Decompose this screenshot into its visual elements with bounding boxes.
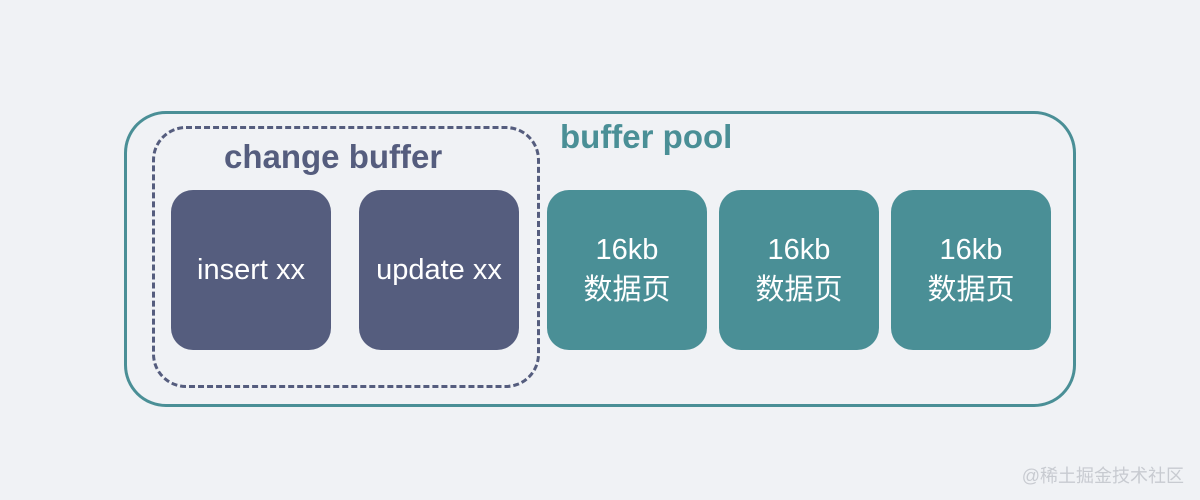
data-page-box: 16kb 数据页: [891, 190, 1051, 350]
data-page-label: 数据页: [755, 274, 843, 306]
data-page-box: 16kb 数据页: [719, 190, 879, 350]
buffer-pool-container: [124, 111, 1076, 407]
change-buffer-title: change buffer: [224, 138, 443, 175]
data-page-size: 16kb: [939, 234, 1003, 266]
data-page-size: 16kb: [767, 234, 831, 266]
insert-operation-label: insert xx: [197, 254, 305, 286]
data-page-box: 16kb 数据页: [547, 190, 707, 350]
change-buffer-container: [152, 126, 540, 388]
update-operation-box: update xx: [359, 190, 519, 350]
insert-operation-box: insert xx: [171, 190, 331, 350]
buffer-pool-title: buffer pool: [560, 118, 733, 155]
data-page-size: 16kb: [595, 234, 659, 266]
data-page-label: 数据页: [927, 274, 1015, 306]
watermark: @稀土掘金技术社区: [1021, 466, 1184, 486]
update-operation-label: update xx: [376, 254, 502, 286]
data-page-label: 数据页: [583, 274, 671, 306]
